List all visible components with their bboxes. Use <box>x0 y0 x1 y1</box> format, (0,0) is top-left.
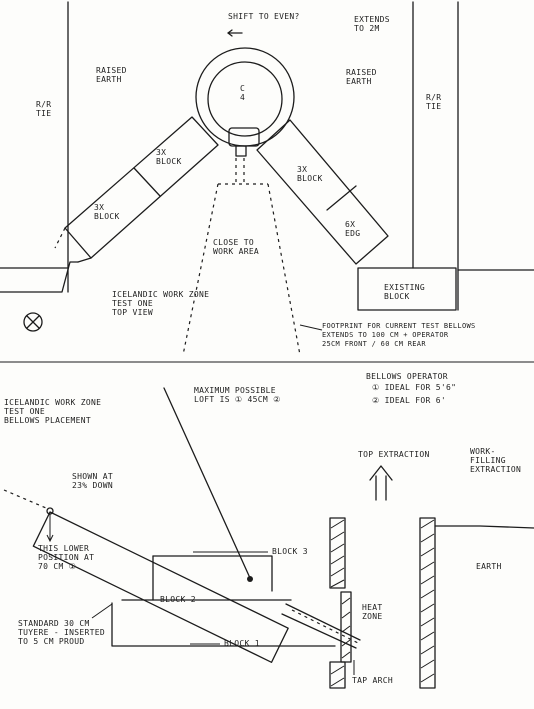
lower-position-arrowhead <box>46 534 54 543</box>
shift-to-even-note: SHIFT TO EVEN? <box>228 12 300 21</box>
left-floor-edge <box>0 261 79 293</box>
furnace-left-wall-upper <box>329 517 346 589</box>
operator-ideal-2: ② IDEAL FOR 6' <box>372 396 446 405</box>
furnace-left-wall-lower <box>340 591 352 663</box>
work-extraction-label: WORK- FILLING EXTRACTION <box>470 447 522 474</box>
top-extraction-label: TOP EXTRACTION <box>358 450 430 459</box>
raised-earth-right-label: RAISED EARTH <box>346 68 377 86</box>
operator-ideal-1: ① IDEAL FOR 5'6" <box>372 383 457 392</box>
tap-arch-label: TAP ARCH <box>352 676 393 685</box>
earth-ground-line <box>434 525 534 529</box>
furnace-inner-ring <box>207 61 283 137</box>
block-right-label: 3X BLOCK <box>297 165 323 183</box>
furnace-left-wall-base <box>329 661 346 689</box>
work-area-left-dash <box>182 183 219 356</box>
block-3-outline <box>152 555 273 592</box>
earth-label: EARTH <box>476 562 502 571</box>
right-tie-label: R/R TIE <box>426 93 442 111</box>
left-arm-dashed-edge <box>54 227 66 249</box>
left-block-divider <box>133 167 161 197</box>
pivot-point <box>247 576 253 582</box>
right-block-arm <box>256 119 389 265</box>
shift-arrow-head <box>227 29 233 37</box>
tuyere-note: STANDARD 30 CM TUYERE - INSERTED TO 5 CM… <box>18 619 105 646</box>
wall-hatching <box>330 519 435 687</box>
work-area-right-dash <box>267 183 301 356</box>
shown-at-note: SHOWN AT 23% DOWN <box>72 472 113 490</box>
block-1-label: BLOCK 1 <box>224 639 260 648</box>
left-arm-foot <box>77 257 92 263</box>
footprint-pointer <box>299 324 323 331</box>
top-view-drawing <box>0 1 534 356</box>
furnace-center-mark: C 4 <box>240 84 246 102</box>
tuyere-stub <box>235 145 247 157</box>
lower-position-note: THIS LOWER POSITION AT 70 CM ① <box>38 544 95 571</box>
left-tie-label: R/R TIE <box>36 100 52 118</box>
existing-block-shape <box>357 267 457 311</box>
top-view-title: ICELANDIC WORK ZONE TEST ONE TOP VIEW <box>112 290 210 317</box>
side-view-drawing <box>3 387 534 689</box>
max-possible-note: MAXIMUM POSSIBLE LOFT IS ① 45CM ② <box>194 386 281 404</box>
footprint-note: FOOTPRINT FOR CURRENT TEST BELLOWS EXTEN… <box>322 322 476 348</box>
tuyere-dash <box>291 609 359 644</box>
left-block-arm <box>64 116 219 259</box>
block-3-label: BLOCK 3 <box>272 547 308 556</box>
heat-zone-label: HEAT ZONE <box>362 603 383 621</box>
max-possible-pointer <box>163 387 251 579</box>
extends-to-2m-note: EXTENDS TO 2M <box>354 15 390 33</box>
tuyere-note-leader <box>91 603 113 619</box>
tuyere-pipe-bottom <box>281 613 357 649</box>
right-block-divider <box>326 185 357 211</box>
extraction-arrow-head <box>369 465 393 481</box>
block-2-label: BLOCK 2 <box>160 595 196 604</box>
block-upper-left-label: 3X BLOCK <box>156 148 182 166</box>
existing-block-label: EXISTING BLOCK <box>384 283 425 301</box>
tuyere-pipe-top <box>285 603 361 641</box>
tuyere-housing <box>228 127 260 147</box>
furnace-right-wall <box>419 517 436 689</box>
side-view-title: ICELANDIC WORK ZONE TEST ONE BELLOWS PLA… <box>4 398 102 425</box>
close-to-work-label: CLOSE TO WORK AREA <box>213 238 260 256</box>
block-lower-left-label: 3X BLOCK <box>94 203 120 221</box>
raised-position-dash <box>3 489 47 509</box>
drain-circle <box>23 312 43 332</box>
raised-earth-left-label: RAISED EARTH <box>96 66 127 84</box>
block-small-right-label: 6X EDG <box>345 220 361 238</box>
bellows-body <box>32 511 289 663</box>
drain-cross-b <box>26 315 40 329</box>
block-1-outline <box>111 602 336 647</box>
bellows-operator-title: BELLOWS OPERATOR <box>366 372 448 381</box>
